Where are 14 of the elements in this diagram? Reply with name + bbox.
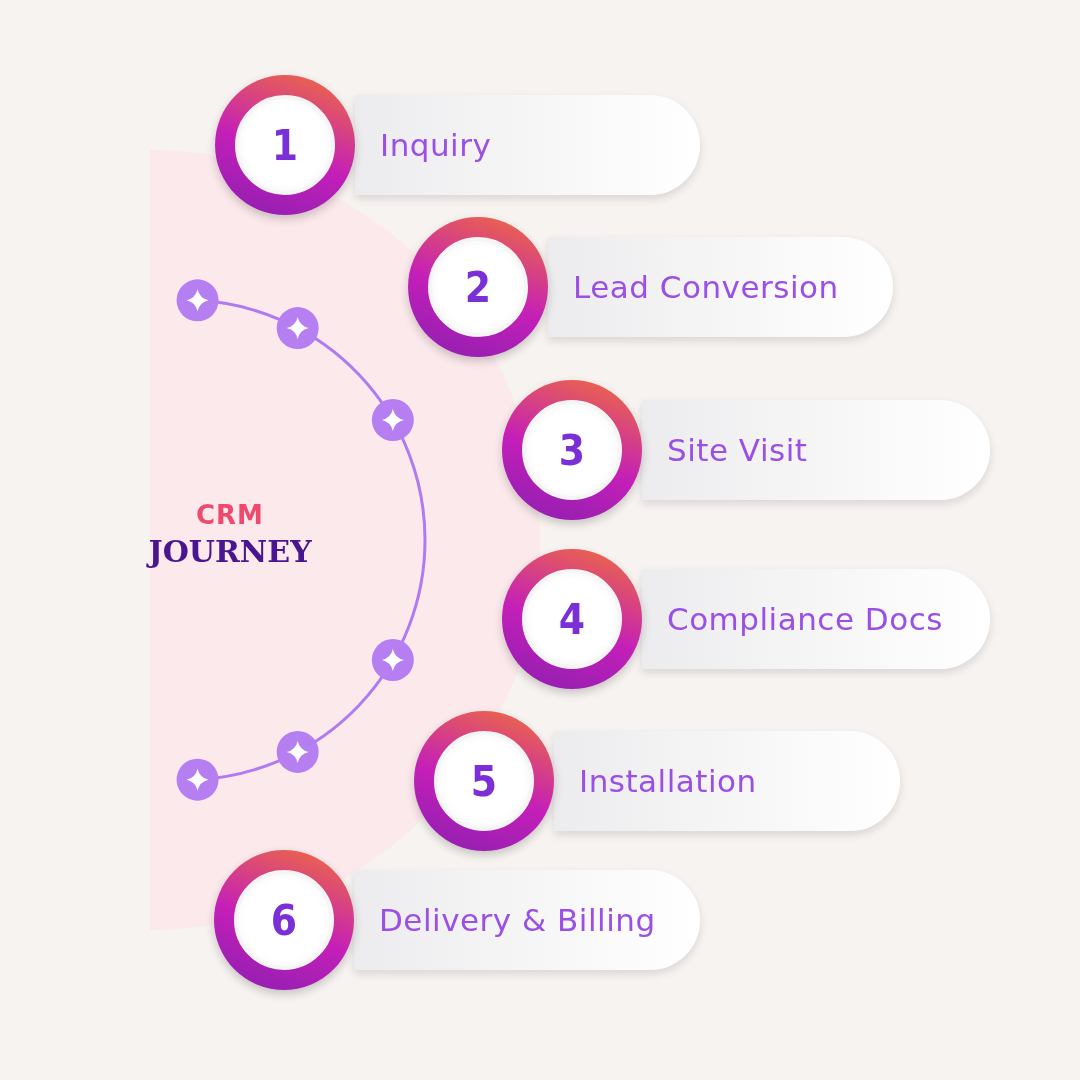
step-number: 6 (234, 870, 334, 970)
step-label: Site Visit (667, 430, 809, 470)
step-label: Delivery & Billing (379, 900, 657, 940)
step-number: 3 (522, 400, 622, 500)
title-top: CRM (195, 500, 265, 530)
step-label: Lead Conversion (573, 267, 840, 307)
step-number: 5 (434, 731, 534, 831)
title-bottom: JOURNEY (145, 534, 313, 569)
step-number: 2 (428, 237, 528, 337)
step-label: Inquiry (380, 125, 493, 165)
step-number: 1 (235, 95, 335, 195)
step-label: Compliance Docs (667, 599, 944, 639)
step-number: 4 (522, 569, 622, 669)
step-label: Installation (579, 761, 758, 801)
